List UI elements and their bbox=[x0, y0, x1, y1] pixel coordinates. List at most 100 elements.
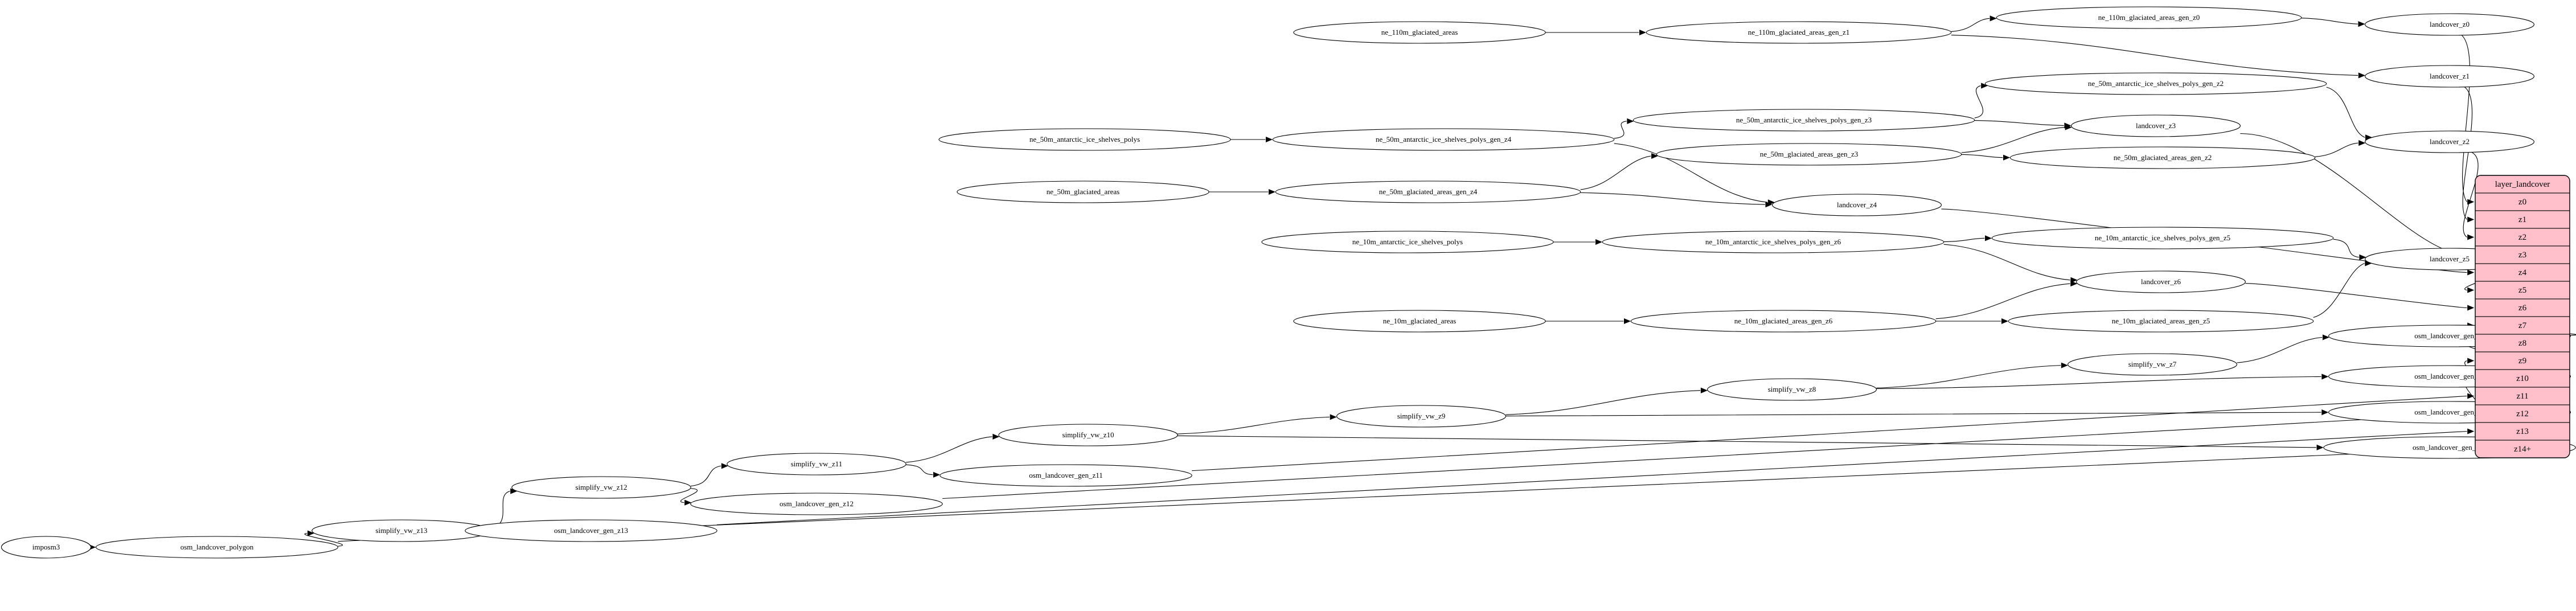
graph-node-simplify_vw_z12[interactable]: simplify_vw_z12 bbox=[511, 476, 691, 499]
node-shape bbox=[2009, 146, 2316, 169]
graph-node-landcover_z0[interactable]: landcover_z0 bbox=[2365, 13, 2534, 36]
graph-node-ne_10m_glaciated_areas[interactable]: ne_10m_glaciated_areas bbox=[1293, 310, 1546, 333]
edge-arrowhead bbox=[2359, 254, 2366, 260]
node-shape bbox=[957, 181, 1209, 203]
graph-node-ne_10m_antarctic_ice_shelves_polys[interactable]: ne_10m_antarctic_ice_shelves_polys bbox=[1261, 231, 1554, 253]
edge-arrowhead bbox=[2316, 444, 2324, 450]
node-label: osm_landcover_gen_z12 bbox=[780, 499, 854, 508]
graph-node-osm_landcover_gen_z11[interactable]: osm_landcover_gen_z11 bbox=[940, 464, 1192, 487]
graph-node-landcover_z1[interactable]: landcover_z1 bbox=[2365, 65, 2534, 88]
layer-table-row-z1[interactable] bbox=[2475, 210, 2570, 229]
layer-table-row-label: z5 bbox=[2518, 286, 2526, 295]
graph-node-simplify_vw_z9[interactable]: simplify_vw_z9 bbox=[1336, 405, 1506, 428]
layer-table-row-z13[interactable] bbox=[2475, 422, 2570, 441]
graph-node-simplify_vw_z7[interactable]: simplify_vw_z7 bbox=[2068, 353, 2237, 376]
edge-ne_50m_glaciated_areas_gen_z3--to--ne_50m_glaciated_areas_gen_z2 bbox=[1961, 154, 2003, 158]
node-shape bbox=[2076, 270, 2246, 293]
layer-table-row-label: z11 bbox=[2516, 392, 2528, 401]
node-label: ne_110m_glaciated_areas_gen_z0 bbox=[2098, 13, 2200, 22]
layer-table-row-label: z6 bbox=[2518, 304, 2527, 313]
node-shape bbox=[2068, 353, 2237, 376]
edge-arrowhead bbox=[2467, 234, 2475, 240]
graph-node-ne_110m_glaciated_areas_gen_z1[interactable]: ne_110m_glaciated_areas_gen_z1 bbox=[1646, 21, 1952, 44]
graph-node-osm_landcover_gen_z12[interactable]: osm_landcover_gen_z12 bbox=[690, 493, 943, 515]
graph-node-landcover_z2[interactable]: landcover_z2 bbox=[2365, 130, 2534, 153]
edge-simplify_vw_z12--to--osm_landcover_gen_z12 bbox=[680, 488, 698, 503]
edge-arrowhead bbox=[1981, 83, 1988, 89]
edge-arrowhead bbox=[1651, 153, 1659, 159]
edge-osm_landcover_polygon--to--simplify_vw_z13 bbox=[304, 532, 343, 547]
graph-node-landcover_z6[interactable]: landcover_z6 bbox=[2076, 270, 2246, 293]
edge-ne_10m_antarctic_ice_shelves_polys_gen_z5--to--landcover_z5 bbox=[2333, 239, 2359, 258]
edge-arrowhead bbox=[2321, 409, 2329, 416]
graph-node-ne_50m_antarctic_ice_shelves_polys_gen_z2[interactable]: ne_50m_antarctic_ice_shelves_polys_gen_z… bbox=[1984, 72, 2327, 95]
graph-node-osm_landcover_polygon[interactable]: osm_landcover_polygon bbox=[96, 536, 338, 559]
node-shape bbox=[1984, 72, 2327, 95]
node-shape bbox=[1272, 128, 1615, 151]
graph-node-ne_10m_antarctic_ice_shelves_polys_gen_z5[interactable]: ne_10m_antarctic_ice_shelves_polys_gen_z… bbox=[1991, 227, 2334, 249]
layer-table-row-z9[interactable] bbox=[2475, 351, 2570, 370]
graph-node-simplify_vw_z10[interactable]: simplify_vw_z10 bbox=[998, 424, 1178, 446]
graph-node-ne_50m_glaciated_areas_gen_z4[interactable]: ne_50m_glaciated_areas_gen_z4 bbox=[1275, 181, 1581, 203]
graph-node-ne_50m_glaciated_areas_gen_z2[interactable]: ne_50m_glaciated_areas_gen_z2 bbox=[2009, 146, 2316, 169]
node-label: ne_50m_antarctic_ice_shelves_polys_gen_z… bbox=[2088, 79, 2224, 88]
node-shape bbox=[1991, 227, 2334, 249]
graph-node-ne_50m_glaciated_areas[interactable]: ne_50m_glaciated_areas bbox=[957, 181, 1209, 203]
edge-ne_50m_antarctic_ice_shelves_polys_gen_z3--to--ne_50m_antarctic_ice_shelves_polys_gen_z2 bbox=[1974, 85, 1983, 118]
edge-arrowhead bbox=[1265, 136, 1273, 143]
graph-node-ne_10m_glaciated_areas_gen_z6[interactable]: ne_10m_glaciated_areas_gen_z6 bbox=[1630, 310, 1937, 333]
edge-ne_110m_glaciated_areas_gen_z1--to--landcover_z1 bbox=[1951, 35, 2358, 76]
node-shape bbox=[2365, 65, 2534, 88]
node-shape bbox=[2365, 130, 2534, 153]
layer-table-row-z5[interactable] bbox=[2475, 281, 2570, 300]
node-shape bbox=[1, 536, 92, 559]
node-label: ne_50m_antarctic_ice_shelves_polys bbox=[1029, 135, 1140, 143]
node-label: simplify_vw_z7 bbox=[2128, 360, 2177, 368]
graph-node-imposm3[interactable]: imposm3 bbox=[1, 536, 92, 559]
graph-node-ne_50m_glaciated_areas_gen_z3[interactable]: ne_50m_glaciated_areas_gen_z3 bbox=[1656, 143, 1962, 166]
layer-table-row-z8[interactable] bbox=[2475, 334, 2570, 352]
node-shape bbox=[1275, 181, 1581, 203]
graph-node-simplify_vw_z8[interactable]: simplify_vw_z8 bbox=[1707, 378, 1877, 401]
node-shape bbox=[1336, 405, 1506, 428]
node-shape bbox=[727, 453, 906, 475]
layer-table-row-label: z2 bbox=[2518, 233, 2526, 242]
layer-table-row-label: z4 bbox=[2518, 268, 2527, 277]
edge-arrowhead bbox=[1639, 29, 1647, 36]
graph-node-simplify_vw_z13[interactable]: simplify_vw_z13 bbox=[311, 519, 491, 542]
layer-table-row-z12[interactable] bbox=[2475, 404, 2570, 423]
graph-node-ne_110m_glaciated_areas_gen_z0[interactable]: ne_110m_glaciated_areas_gen_z0 bbox=[1996, 6, 2302, 29]
edge-simplify_vw_z9--to--osm_landcover_gen_z9 bbox=[1506, 412, 2321, 417]
layer-table-row-z14plus[interactable] bbox=[2475, 440, 2570, 458]
edge-ne_50m_antarctic_ice_shelves_polys_gen_z4--to--landcover_z4 bbox=[1614, 143, 1768, 203]
node-shape bbox=[1602, 231, 1945, 253]
edge-ne_50m_antarctic_ice_shelves_polys_gen_z2--to--landcover_z2 bbox=[2326, 87, 2365, 138]
edge-ne_110m_glaciated_areas_gen_z1--to--ne_110m_glaciated_areas_gen_z0 bbox=[1951, 18, 1990, 32]
layer-table-row-label: z0 bbox=[2518, 198, 2526, 207]
graph-node-ne_110m_glaciated_areas[interactable]: ne_110m_glaciated_areas bbox=[1293, 21, 1546, 44]
node-shape bbox=[1646, 21, 1952, 44]
graph-node-simplify_vw_z11[interactable]: simplify_vw_z11 bbox=[727, 453, 906, 475]
graph-node-ne_50m_antarctic_ice_shelves_polys_gen_z4[interactable]: ne_50m_antarctic_ice_shelves_polys_gen_z… bbox=[1272, 128, 1615, 151]
layer-table-header-label: layer_landcover bbox=[2495, 180, 2550, 189]
edge-landcover_z6--to--layer_landcover-z6 bbox=[2245, 283, 2467, 309]
node-label: ne_10m_antarctic_ice_shelves_polys_gen_z… bbox=[1705, 237, 1841, 246]
node-label: ne_50m_glaciated_areas_gen_z3 bbox=[1760, 150, 1859, 158]
graph-node-ne_50m_antarctic_ice_shelves_polys_gen_z3[interactable]: ne_50m_antarctic_ice_shelves_polys_gen_z… bbox=[1632, 109, 1975, 132]
node-shape bbox=[998, 424, 1178, 446]
graph-node-landcover_z3[interactable]: landcover_z3 bbox=[2071, 114, 2241, 137]
graph-node-landcover_z4[interactable]: landcover_z4 bbox=[1772, 194, 1942, 216]
node-label: osm_landcover_gen_z13 bbox=[554, 526, 628, 535]
graph-node-ne_10m_glaciated_areas_gen_z5[interactable]: ne_10m_glaciated_areas_gen_z5 bbox=[2008, 310, 2314, 333]
edge-simplify_vw_z9--to--simplify_vw_z8 bbox=[1506, 390, 1701, 415]
graph-node-ne_50m_antarctic_ice_shelves_polys[interactable]: ne_50m_antarctic_ice_shelves_polys bbox=[938, 128, 1231, 151]
node-label: ne_50m_antarctic_ice_shelves_polys_gen_z… bbox=[1736, 116, 1872, 124]
edge-arrowhead bbox=[1765, 202, 1773, 208]
graph-node-ne_10m_antarctic_ice_shelves_polys_gen_z6[interactable]: ne_10m_antarctic_ice_shelves_polys_gen_z… bbox=[1602, 231, 1945, 253]
graph-node-osm_landcover_gen_z13[interactable]: osm_landcover_gen_z13 bbox=[465, 519, 717, 542]
layer-table-row-z0[interactable] bbox=[2475, 192, 2570, 211]
edge-simplify_vw_z7--to--osm_landcover_gen_z7 bbox=[2237, 337, 2323, 363]
edge-arrowhead bbox=[2321, 374, 2329, 380]
edge-simplify_vw_z10--to--osm_landcover_gen_z10 bbox=[1178, 435, 2316, 448]
